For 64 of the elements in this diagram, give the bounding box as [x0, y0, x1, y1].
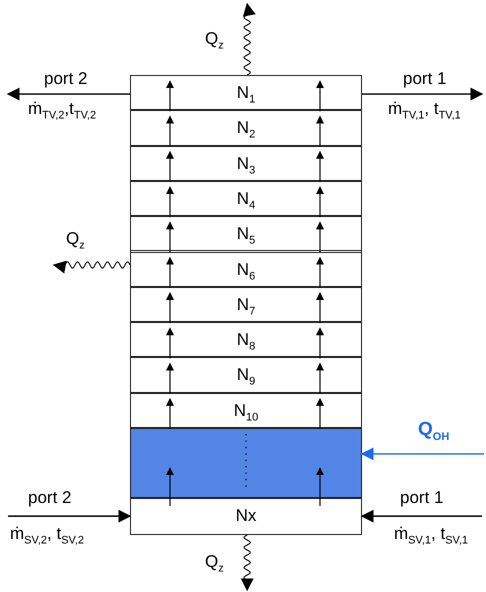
edge-label: port 1	[400, 489, 444, 506]
layer-label: N$_{8}$	[236, 331, 256, 352]
flow-arrow	[166, 150, 174, 182]
flow-variables-label: ṁ$_{SV,2}$, t$_{SV,2}$	[10, 525, 84, 546]
flow-arrow	[316, 80, 324, 112]
heat-flow-arrow	[240, 534, 254, 592]
edge-label: port 1	[403, 70, 446, 87]
flow-arrow	[316, 116, 324, 147]
flow-arrow	[316, 221, 324, 252]
flow-arrow	[166, 398, 174, 429]
flow-arrow	[166, 116, 174, 147]
layer-band	[130, 428, 362, 498]
arrow	[8, 510, 132, 523]
flow-arrow	[166, 186, 174, 218]
flow-variables-label: ṁ$_{TV,2}$,t$_{TV,2}$	[28, 100, 96, 122]
heat-flow-arrow	[52, 260, 130, 274]
layer-label: N$_{9}$	[236, 366, 256, 388]
layer-label: N$_{2}$	[236, 119, 256, 141]
edge-label: port 2	[44, 70, 88, 87]
flow-arrow	[316, 186, 324, 218]
layer-band	[130, 357, 362, 393]
layer-band	[130, 110, 362, 146]
flow-arrow	[166, 292, 174, 324]
layer-band	[130, 322, 362, 358]
layer-band	[130, 252, 362, 287]
flow-arrow	[316, 467, 324, 506]
edge-label: Q$_{z}$	[205, 30, 224, 52]
flow-arrow	[166, 467, 174, 506]
arrow	[360, 447, 484, 460]
layer-label: Nx	[236, 507, 256, 524]
edge-label: port 2	[28, 489, 72, 506]
layer-band	[130, 392, 362, 428]
flow-variables-label: ṁ$_{SV,1}$, t$_{SV,1}$	[394, 525, 468, 546]
edge-label: Q$_{z}$	[66, 230, 85, 252]
layer-label: N$_{3}$	[236, 154, 256, 176]
layer-band	[130, 286, 362, 322]
layer-band	[130, 180, 362, 216]
flow-arrow	[316, 327, 324, 358]
layer-label: N$_{6}$	[236, 260, 256, 282]
flow-arrow	[316, 398, 324, 429]
layer-label: N$_{5}$	[236, 225, 256, 247]
flow-arrow	[166, 327, 174, 358]
layer-label: N$_{10}$	[234, 402, 258, 424]
flow-variables-label: ṁ$_{TV,1}$, t$_{TV,1}$	[388, 100, 461, 122]
flow-arrow	[166, 221, 174, 252]
flow-arrow	[316, 256, 324, 288]
flow-arrow	[166, 362, 174, 394]
edge-label: Q$_{OH}$	[418, 420, 450, 443]
flow-arrow	[316, 362, 324, 394]
arrow	[6, 88, 130, 101]
arrow	[360, 510, 482, 523]
storage-tank	[130, 75, 362, 535]
flow-arrow	[316, 292, 324, 324]
layer-label: N$_{1}$	[236, 84, 256, 106]
flow-arrow	[166, 256, 174, 288]
edge-label: Q$_{z}$	[205, 553, 224, 574]
layer-label: N$_{4}$	[236, 190, 256, 212]
flow-arrow	[316, 150, 324, 182]
flow-arrow	[166, 80, 174, 112]
layer-band	[130, 216, 362, 252]
arrow	[362, 88, 484, 101]
layer-label: N$_{7}$	[236, 296, 256, 318]
layer-band	[130, 146, 362, 181]
heat-flow-arrow	[242, 2, 256, 76]
